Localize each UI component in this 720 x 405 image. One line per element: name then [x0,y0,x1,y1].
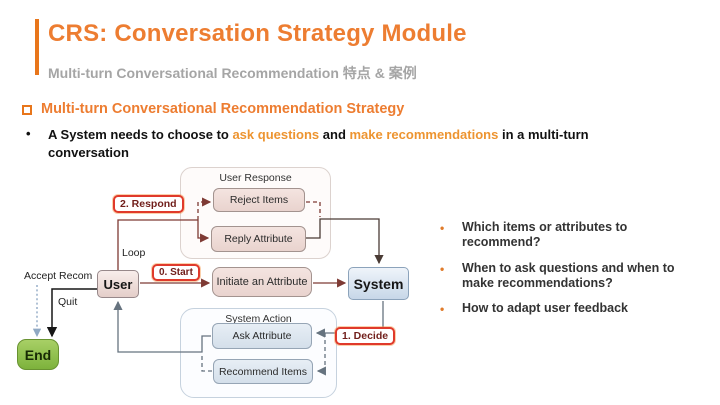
step-label-start: 0. Start [152,264,200,281]
node-ask-attribute: Ask Attribute [212,323,312,349]
question-item: • When to ask questions and when to make… [440,261,702,292]
node-user: User [97,270,139,298]
node-reply-attribute: Reply Attribute [211,226,306,252]
intro-part3: in a multi-turn conversation [48,127,589,160]
node-recommend-items: Recommend Items [213,359,313,384]
question-bullet-glyph: • [440,302,445,316]
section-heading: Multi-turn Conversational Recommendation… [41,101,405,117]
node-reject-items: Reject Items [213,188,305,212]
question-item: • How to adapt user feedback [440,301,702,316]
intro-text: A System needs to choose to ask question… [48,126,648,161]
step-label-respond: 2. Respond [113,195,184,213]
node-initiate-attribute: Initiate an Attribute [212,267,312,297]
question-bullet-glyph: • [440,221,445,235]
intro-highlight-recommend: make recommendations [349,127,499,142]
step-label-decide: 1. Decide [335,327,396,345]
question-bullet-glyph: • [440,261,445,276]
question-text: When to ask questions and when to make r… [462,260,675,290]
intro-highlight-ask: ask questions [232,127,320,142]
intro-bullet-glyph: • [26,126,31,141]
page-subtitle: Multi-turn Conversational Recommendation… [48,65,417,81]
node-system: System [348,267,409,300]
title-accent-bar [35,19,39,75]
question-item: • Which items or attributes to recommend… [440,220,702,251]
page-title: CRS: Conversation Strategy Module [48,20,467,47]
system-action-group: System Action [180,308,337,398]
annotation-loop: Loop [122,247,146,259]
question-list: • Which items or attributes to recommend… [440,220,702,326]
annotation-accept-recom: Accept Recom [24,270,93,282]
question-text: Which items or attributes to recommend? [462,220,628,250]
intro-part2: and [319,127,350,142]
node-end: End [17,339,59,370]
annotation-quit: Quit [58,296,78,308]
system-action-group-label: System Action [225,313,292,325]
user-response-group-label: User Response [219,172,292,184]
intro-part1: A System needs to choose to [48,127,233,142]
question-text: How to adapt user feedback [462,301,629,315]
section-square-bullet-icon [22,105,32,115]
